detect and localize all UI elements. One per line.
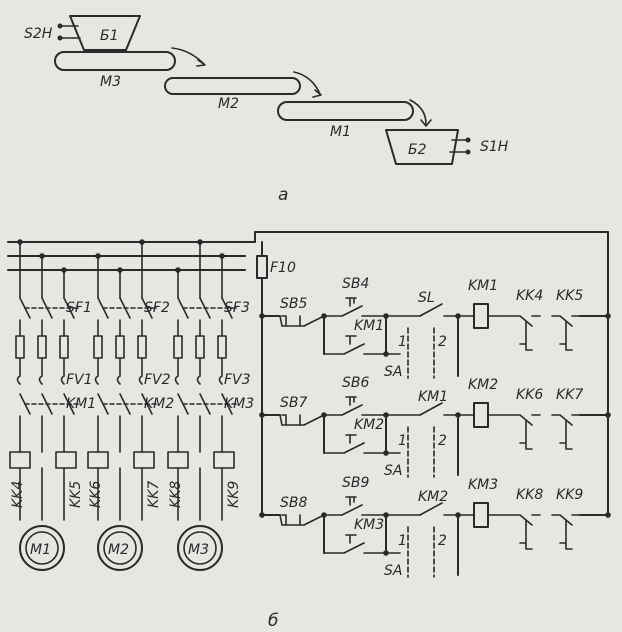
relay-contact-label: KK4 bbox=[516, 288, 543, 304]
fuse bbox=[173, 335, 183, 359]
thermal-label: KK5 bbox=[68, 481, 84, 508]
contactor-coil bbox=[473, 402, 489, 428]
stop-button-label: SB8 bbox=[280, 495, 307, 511]
thermal-label: KK8 bbox=[168, 481, 184, 508]
fuse bbox=[37, 335, 47, 359]
caption-b: б bbox=[268, 611, 278, 631]
switch-pos2: 2 bbox=[438, 433, 447, 449]
sensor-top-label: S2H bbox=[24, 26, 53, 42]
contactor-label: KM1 bbox=[66, 396, 96, 412]
fuse bbox=[137, 335, 147, 359]
switch-label: SA bbox=[384, 463, 402, 479]
fuse bbox=[93, 335, 103, 359]
switch-label: SA bbox=[384, 563, 402, 579]
start-button-label: SB4 bbox=[342, 276, 369, 292]
thermal-relay bbox=[213, 451, 235, 469]
coil-label: KM3 bbox=[468, 477, 498, 493]
start-button-label: SB6 bbox=[342, 375, 369, 391]
hold-contact-label: KM3 bbox=[354, 517, 384, 533]
motor bbox=[177, 525, 223, 571]
bunker-bottom bbox=[385, 129, 459, 165]
contactor-coil bbox=[473, 303, 489, 329]
fuse-group-label: FV3 bbox=[224, 372, 251, 388]
relay-contact-label: KK5 bbox=[556, 288, 583, 304]
belt-m3-label: M3 bbox=[100, 74, 121, 90]
thermal-relay bbox=[133, 451, 155, 469]
motor bbox=[19, 525, 65, 571]
belt-m2 bbox=[164, 77, 301, 95]
fuse bbox=[115, 335, 125, 359]
switch-pos2: 2 bbox=[438, 533, 447, 549]
contactor-coil bbox=[473, 502, 489, 528]
interlock-label: KM1 bbox=[418, 389, 448, 405]
contactor-label: KM3 bbox=[224, 396, 254, 412]
switch-pos1: 1 bbox=[398, 334, 407, 350]
belt-m1-label: M1 bbox=[330, 124, 351, 140]
switch-pos1: 1 bbox=[398, 533, 407, 549]
fuse-f10 bbox=[256, 255, 268, 279]
relay-contact-label: KK7 bbox=[556, 387, 583, 403]
contactor-label: KM2 bbox=[144, 396, 174, 412]
thermal-label: KK6 bbox=[88, 481, 104, 508]
fuse-group-label: FV2 bbox=[144, 372, 171, 388]
fuse-group-label: FV1 bbox=[66, 372, 93, 388]
stop-button-label: SB5 bbox=[280, 296, 307, 312]
fuse bbox=[195, 335, 205, 359]
thermal-relay bbox=[9, 451, 31, 469]
motor-label: M3 bbox=[188, 542, 209, 558]
interlock-label: SL bbox=[418, 290, 435, 306]
thermal-label: KK4 bbox=[10, 481, 26, 508]
fuse bbox=[59, 335, 69, 359]
motor-label: M1 bbox=[30, 542, 51, 558]
switch-pos1: 1 bbox=[398, 433, 407, 449]
coil-label: KM1 bbox=[468, 278, 498, 294]
relay-contact-label: KK8 bbox=[516, 487, 543, 503]
start-button-label: SB9 bbox=[342, 475, 369, 491]
motor-label: M2 bbox=[108, 542, 129, 558]
relay-contact-label: KK6 bbox=[516, 387, 543, 403]
fuse bbox=[217, 335, 227, 359]
sensor-bottom-label: S1H bbox=[480, 139, 509, 155]
hold-contact-label: KM2 bbox=[354, 417, 384, 433]
thermal-relay bbox=[55, 451, 77, 469]
breaker-label: SF3 bbox=[224, 300, 250, 316]
fuse bbox=[15, 335, 25, 359]
motor bbox=[97, 525, 143, 571]
conveyor-diagram: Б1 S2H M3 M2 M1 Б2 S1H а bbox=[24, 15, 509, 205]
thermal-label: KK7 bbox=[146, 481, 162, 508]
switch-pos2: 2 bbox=[438, 334, 447, 350]
belt-m3 bbox=[54, 51, 176, 71]
thermal-relay bbox=[167, 451, 189, 469]
interlock-label: KM2 bbox=[418, 489, 448, 505]
stop-button-label: SB7 bbox=[280, 395, 307, 411]
bunker-bottom-label: Б2 bbox=[408, 142, 427, 158]
fuse-f10-label: F10 bbox=[270, 260, 296, 276]
hold-contact-label: KM1 bbox=[354, 318, 384, 334]
coil-label: KM2 bbox=[468, 377, 498, 393]
bunker-top-label: Б1 bbox=[100, 28, 119, 44]
relay-contact-label: KK9 bbox=[556, 487, 583, 503]
breaker-label: SF1 bbox=[66, 300, 92, 316]
thermal-label: KK9 bbox=[226, 481, 242, 508]
belt-m2-label: M2 bbox=[218, 96, 239, 112]
thermal-relay bbox=[87, 451, 109, 469]
caption-a: а bbox=[278, 185, 288, 205]
switch-label: SA bbox=[384, 364, 402, 380]
belt-m1 bbox=[277, 101, 414, 121]
breaker-label: SF2 bbox=[144, 300, 170, 316]
